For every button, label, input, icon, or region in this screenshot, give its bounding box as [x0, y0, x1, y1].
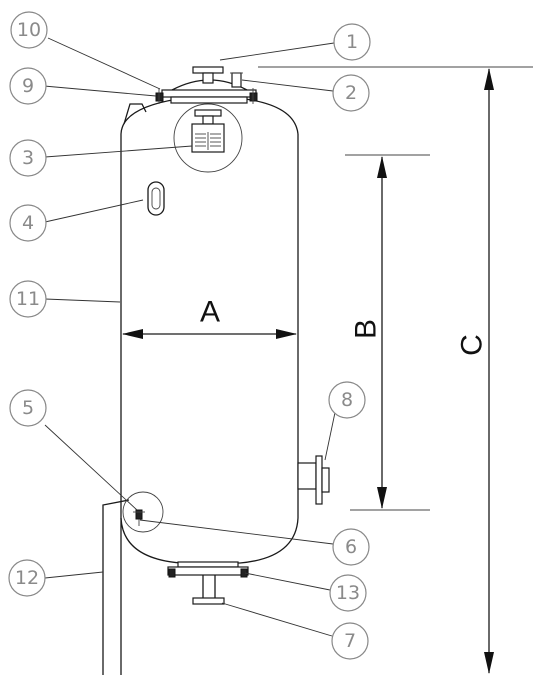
svg-text:9: 9: [22, 75, 34, 97]
dimension-c-label: C: [456, 334, 489, 356]
callout-2: 2: [332, 74, 370, 112]
callout-12: 12: [8, 559, 46, 597]
top-manway-flange: [155, 66, 258, 104]
svg-text:10: 10: [17, 19, 41, 41]
vessel-shell: [120, 98, 299, 564]
svg-text:13: 13: [336, 582, 360, 604]
sight-glass: [147, 181, 165, 216]
dimension-a: A: [122, 296, 297, 339]
svg-text:11: 11: [16, 288, 40, 310]
svg-text:3: 3: [22, 147, 34, 169]
support-leg: [102, 499, 130, 675]
svg-text:1: 1: [346, 31, 358, 53]
dimension-a-label: A: [200, 296, 220, 329]
bottom-flange: [167, 561, 249, 605]
dimension-b-label: B: [350, 319, 383, 339]
svg-text:12: 12: [15, 567, 39, 589]
svg-text:2: 2: [345, 82, 357, 104]
dimension-c: C: [258, 66, 533, 674]
svg-text:4: 4: [22, 212, 34, 234]
callout-4: 4: [9, 204, 47, 242]
callout-1: 1: [333, 23, 371, 61]
svg-text:6: 6: [345, 536, 357, 558]
svg-text:8: 8: [341, 389, 353, 411]
svg-text:7: 7: [344, 630, 356, 652]
callout-6: 6: [332, 528, 370, 566]
dimension-b: B: [345, 154, 430, 511]
side-nozzle: [297, 455, 330, 505]
internal-distributor: [173, 103, 243, 173]
callout-11: 11: [9, 280, 47, 318]
callout-13: 13: [329, 574, 367, 612]
bottom-drain-fitting: [122, 491, 164, 533]
callout-10: 10: [10, 11, 48, 49]
leader-lines: [43, 37, 338, 637]
svg-text:5: 5: [22, 397, 34, 419]
callout-5: 5: [9, 389, 47, 427]
callout-8: 8: [328, 381, 366, 419]
callout-3: 3: [9, 139, 47, 177]
callout-9: 9: [9, 67, 47, 105]
callout-7: 7: [331, 622, 369, 660]
